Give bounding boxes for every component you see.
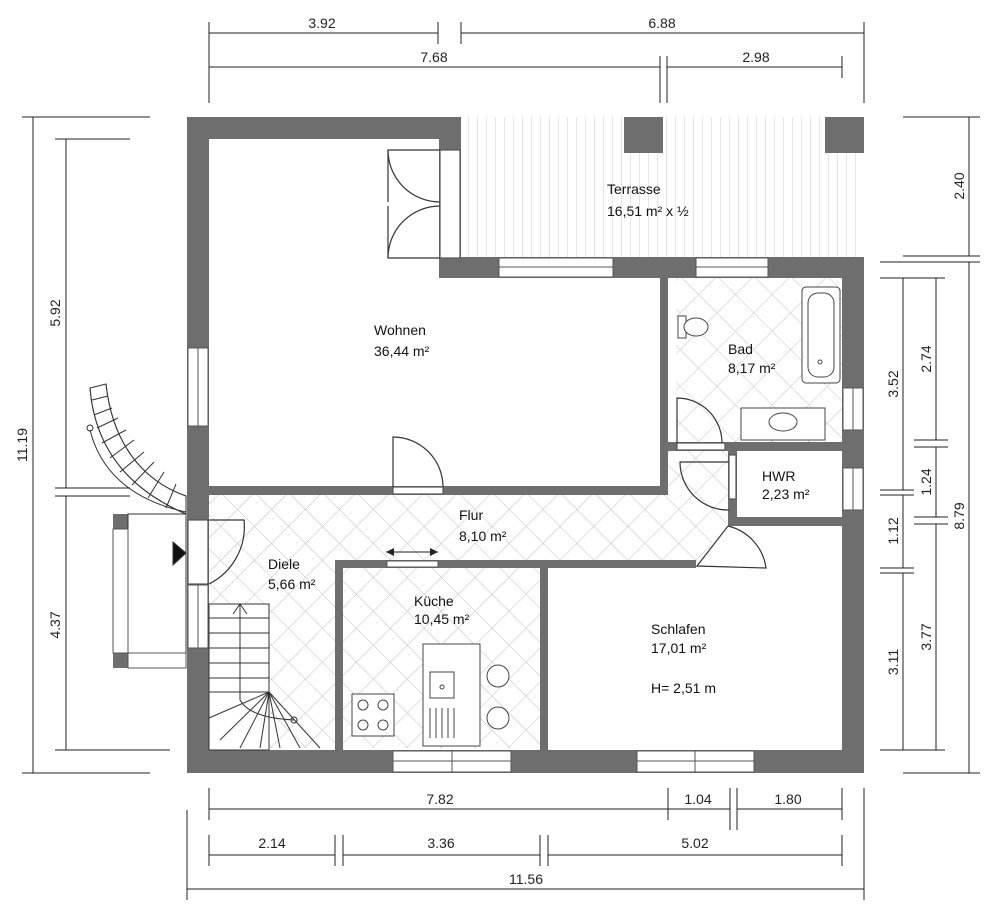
room-bad-name: Bad (728, 341, 753, 357)
room-labels: Terrasse 16,51 m² x ½ Wohnen 36,44 m² Ba… (268, 181, 810, 696)
dim-left-5-92: 5.92 (47, 299, 63, 326)
room-schlafen-height: H= 2,51 m (651, 680, 716, 696)
dim-right-3-52: 3.52 (885, 370, 901, 397)
bath-fixtures (677, 286, 841, 441)
room-flur-area: 8,10 m² (459, 528, 507, 544)
room-bad-area: 8,17 m² (728, 360, 776, 376)
dim-right-2-74: 2.74 (918, 345, 934, 372)
room-wohnen-area: 36,44 m² (374, 343, 430, 359)
dimension-labels: 3.92 6.88 7.68 2.98 11.19 5.92 4.37 2.40… (14, 15, 967, 887)
dim-right-1-24: 1.24 (918, 468, 934, 495)
dim-bottom-1-04: 1.04 (684, 791, 711, 807)
room-hwr-name: HWR (762, 468, 795, 484)
dim-bottom-3-36: 3.36 (427, 835, 454, 851)
dim-bottom-7-82: 7.82 (426, 791, 453, 807)
room-hwr-area: 2,23 m² (762, 486, 810, 502)
dim-left-4-37: 4.37 (47, 611, 63, 638)
dimension-lines (22, 22, 980, 900)
dim-right-3-77: 3.77 (918, 623, 934, 650)
room-schlafen-name: Schlafen (651, 621, 705, 637)
room-terrasse-area: 16,51 m² x ½ (607, 203, 689, 219)
dim-right-1-12: 1.12 (885, 517, 901, 544)
room-kueche-name: Küche (414, 593, 454, 609)
spiral-stairs (86, 383, 187, 669)
dim-left-11-19: 11.19 (14, 428, 30, 462)
room-terrasse-name: Terrasse (607, 181, 661, 197)
dim-top-3-92: 3.92 (308, 15, 335, 31)
room-kueche-area: 10,45 m² (414, 611, 470, 627)
kitchen-fixtures (351, 643, 510, 747)
windows (187, 257, 864, 773)
dim-top-2-98: 2.98 (742, 49, 769, 65)
dim-top-7-68: 7.68 (420, 49, 447, 65)
dim-bottom-2-14: 2.14 (258, 835, 285, 851)
dim-bottom-11-56: 11.56 (509, 871, 543, 887)
dim-right-8-79: 8.79 (951, 502, 967, 529)
room-diele-area: 5,66 m² (268, 576, 316, 592)
dim-top-6-88: 6.88 (648, 15, 675, 31)
interior-stairs (208, 603, 321, 751)
doors (187, 149, 767, 585)
dim-bottom-1-80: 1.80 (774, 791, 801, 807)
hall-floor (209, 449, 728, 748)
room-schlafen-area: 17,01 m² (651, 640, 707, 656)
room-diele-name: Diele (268, 556, 300, 572)
room-flur-name: Flur (459, 507, 483, 523)
dim-right-3-11: 3.11 (885, 649, 901, 675)
dim-bottom-5-02: 5.02 (681, 835, 708, 851)
dim-right-2-40: 2.40 (951, 172, 967, 199)
room-wohnen-name: Wohnen (374, 322, 426, 338)
